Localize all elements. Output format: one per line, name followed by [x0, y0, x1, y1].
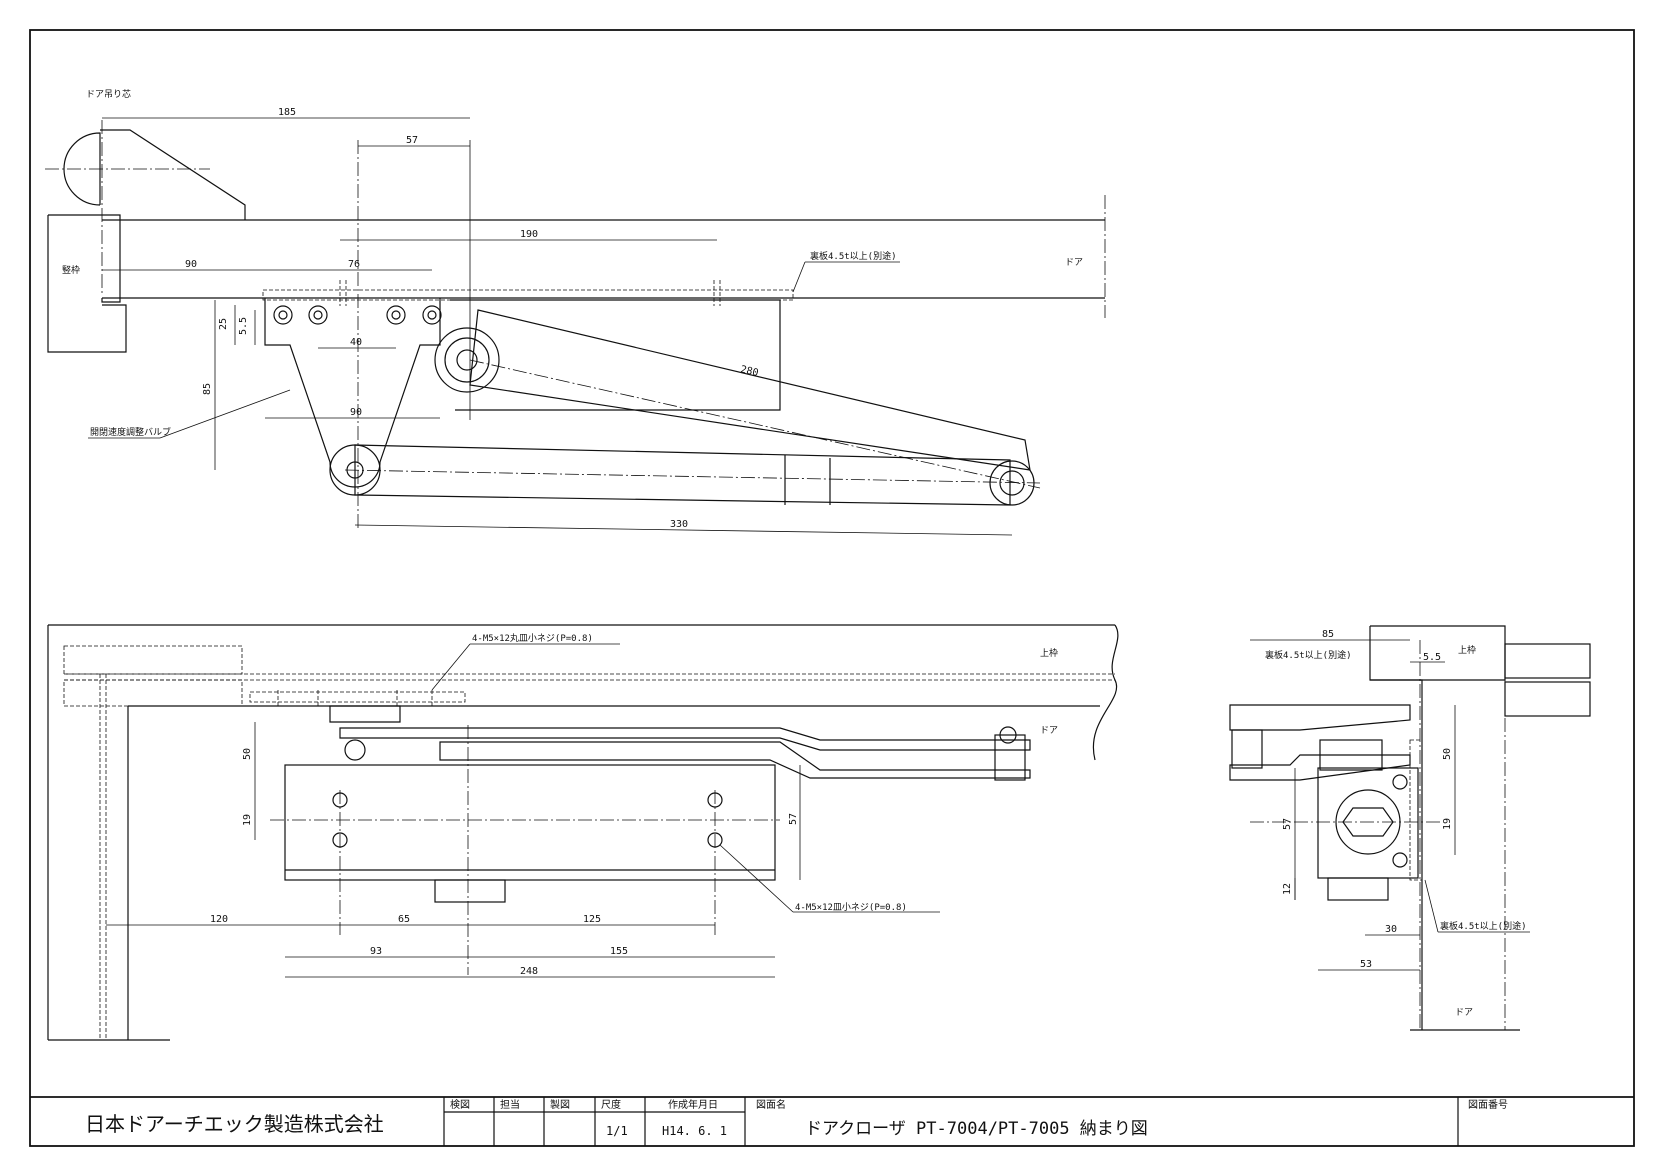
scale-value: 1/1 [606, 1124, 628, 1138]
dim-93: 93 [370, 946, 382, 957]
side-dim-30: 30 [1385, 924, 1397, 935]
label-door-pivot: ドア吊り芯 [86, 88, 131, 100]
dim-280: 280 [739, 364, 759, 379]
dim-248: 248 [520, 966, 538, 977]
label-screw-bottom: 4-M5×12皿小ネジ(P=0.8) [795, 902, 907, 913]
side-view [1229, 625, 1591, 1031]
label-top-frame: 上枠 [1040, 647, 1058, 659]
label-side-top-frame: 上枠 [1458, 644, 1476, 656]
dim-5-5: 5.5 [238, 317, 249, 335]
side-dim-5-5: 5.5 [1423, 652, 1441, 663]
label-backplate: 裏板4.5t以上(別途) [810, 250, 897, 262]
dim-65: 65 [398, 914, 410, 925]
front-view [47, 624, 1119, 1041]
side-dim-50: 50 [1442, 748, 1453, 760]
dim-40: 40 [350, 337, 362, 348]
dim-85: 85 [202, 383, 213, 395]
dim-185: 185 [278, 107, 296, 118]
dim-190: 190 [520, 229, 538, 240]
label-check: 検図 [450, 1098, 470, 1111]
label-door: ドア [1065, 258, 1083, 268]
dim-90b: 90 [350, 407, 362, 418]
label-side-backplate-bottom: 裏板4.5t以上(別途) [1440, 920, 1527, 932]
label-scale: 尺度 [601, 1098, 621, 1111]
dim-125: 125 [583, 914, 601, 925]
plan-view [45, 120, 1106, 530]
title-block: 日本ドアーチエック製造株式会社 検図 担当 製図 尺度 作成年月日 図面名 図面… [30, 1096, 1634, 1146]
dim-155: 155 [610, 946, 628, 957]
side-dim-12: 12 [1282, 883, 1293, 895]
dim-57b: 57 [788, 813, 799, 825]
side-dim-85: 85 [1322, 629, 1334, 640]
dim-19: 19 [242, 814, 253, 826]
company-name: 日本ドアーチエック製造株式会社 [85, 1112, 384, 1136]
dim-330: 330 [670, 519, 688, 530]
label-number: 図面番号 [1468, 1099, 1508, 1111]
front-labels: 4-M5×12丸皿小ネジ(P=0.8) 上枠 ドア 4-M5×12皿小ネジ(P=… [431, 632, 1058, 913]
side-dimensions: 85 5.5 50 19 57 12 30 53 [1250, 629, 1456, 971]
label-frame: 竪枠 [62, 264, 80, 276]
label-draw: 製図 [550, 1098, 570, 1111]
side-labels: 裏板4.5t以上(別途) 上枠 裏板4.5t以上(別途) ドア [1265, 644, 1530, 1018]
label-side-backplate-top: 裏板4.5t以上(別途) [1265, 649, 1352, 661]
dim-57: 57 [406, 135, 418, 146]
side-dim-19: 19 [1442, 818, 1453, 830]
label-date: 作成年月日 [668, 1098, 718, 1111]
label-charge: 担当 [500, 1098, 520, 1111]
label-screw-top: 4-M5×12丸皿小ネジ(P=0.8) [472, 632, 593, 644]
dim-25: 25 [218, 318, 229, 330]
sheet-border [29, 29, 1635, 1147]
front-dimensions: 50 19 57 120 65 125 93 155 248 [106, 722, 801, 978]
dim-90a: 90 [185, 259, 197, 270]
plan-dimensions: 185 57 190 90 76 25 5.5 40 85 90 280 330 [102, 107, 1013, 536]
dim-50: 50 [242, 748, 253, 760]
plan-labels: ドア吊り芯 竪枠 ドア 裏板4.5t以上(別途) 開閉速度調整バルブ [62, 88, 1083, 439]
label-door-front: ドア [1040, 726, 1058, 736]
label-side-door: ドア [1455, 1008, 1473, 1018]
side-dim-53: 53 [1360, 959, 1372, 970]
date-value: H14. 6. 1 [662, 1124, 727, 1138]
drawing-name: ドアクローザ PT-7004/PT-7005 納まり図 [805, 1119, 1148, 1139]
dim-76: 76 [348, 259, 360, 270]
dim-120: 120 [210, 914, 228, 925]
label-name: 図面名 [756, 1098, 786, 1111]
side-dim-57: 57 [1282, 818, 1293, 830]
label-valve: 開閉速度調整バルブ [90, 426, 171, 438]
